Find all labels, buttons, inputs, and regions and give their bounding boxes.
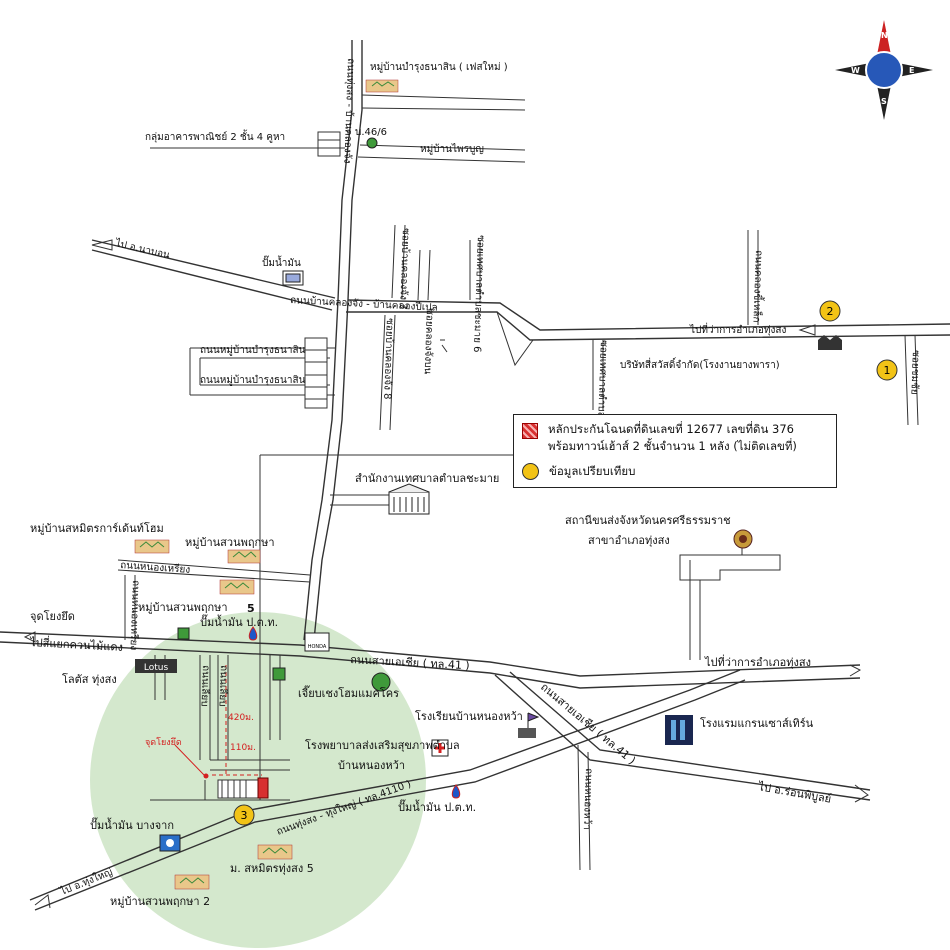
label-fuel-bangchak: ปั๊มน้ำมัน บางจาก (90, 817, 174, 832)
honda-sign-icon: HONDA (304, 632, 330, 652)
legend-comparison-text: ข้อมูลเปรียบเทียบ (549, 464, 636, 478)
green-marker-jiab (371, 672, 391, 692)
label-fuel-top: ปั๊มน้ำมัน (262, 255, 301, 269)
village-logo-suan5 (219, 579, 255, 595)
label-side-road-2: ถนนเลียบ (217, 665, 230, 707)
hotel-icon (665, 715, 693, 745)
label-junction-yong: จุดโยงยึด (30, 609, 75, 623)
distance-420: 420ม. (228, 713, 254, 723)
compass-w: W (851, 66, 860, 75)
label-fuel-ptt2: ปั๊มน้ำมัน ป.ต.ท. (398, 799, 476, 814)
collateral-swatch-icon (522, 423, 538, 439)
legend-collateral: หลักประกันโฉนดที่ดินเลขที่ 12677 เลขที่ด… (522, 421, 797, 455)
label-road-asia: ถนนสายเอเชีย ( ทล.41 ) (350, 653, 470, 672)
label-station-police2: สาขาอำเภอทุ่งสง (588, 534, 670, 547)
village-logo-sahamit (134, 539, 170, 554)
marker-3-number: 3 (241, 809, 248, 822)
label-village-top: หมู่บ้านบำรุงธนาสิน ( เฟสใหม่ ) (370, 61, 508, 73)
green-marker-1 (177, 627, 190, 640)
label-village-sahamit: หมู่บ้านสหมิตรการ์เด้นท์โฮม (30, 521, 164, 535)
label-side-road-1: ถนนเลียบ (199, 665, 212, 707)
label-soi-8: ซอยบ้านคลองจัง 8 (381, 318, 396, 400)
comparison-marker-1: 1 (876, 359, 898, 381)
ptt-drop-icon-2 (451, 784, 461, 799)
label-commercial: กลุ่มอาคารพาณิชย์ 2 ชั้น 4 คูหา (145, 129, 285, 143)
label-village-suan1: หมู่บ้านสวนพฤกษา (185, 536, 275, 549)
label-road-khlongchang: ถนนบ้านคลองจัง - บ้านคลองปีเปล (290, 294, 438, 314)
honda-sign-text: HONDA (308, 644, 327, 650)
label-road-nonghua: ถนนหนองหว้า (581, 768, 595, 830)
comparison-swatch-icon (522, 463, 539, 480)
compass-s: S (881, 97, 887, 106)
ptt-drop-icon-1 (248, 626, 258, 641)
collateral-property (217, 777, 269, 799)
distance-markers: 420ม. 110ม. จุดโยงยึด (145, 665, 262, 779)
comparison-marker-3: 3 (233, 804, 255, 826)
label-road-bamrung2: ถนนหมู่บ้านบำรุงธนาสิน (200, 374, 306, 386)
label-village-suan2: หมู่บ้านสวนพฤกษา 2 (110, 895, 210, 908)
label-municipal: สำนักงานเทศบาลตำบลชะมาย (355, 472, 499, 485)
label-road-bamrung1: ถนนหมู่บ้านบำรุงธนาสิน (200, 344, 306, 356)
transport-seal-icon (733, 529, 753, 549)
village-logo-suan1 (227, 549, 261, 564)
label-road-nonghuang-soi: ถนนหนองเหรียง (128, 580, 142, 651)
label-to-amphoe-1: ไปที่ว่าการอำเภอทุ่งสง (689, 322, 786, 336)
label-soi-6: ซอยเทศบาลตำบลชะมาย 6 (471, 235, 486, 353)
legend-comparison: ข้อมูลเปรียบเทียบ (522, 463, 635, 480)
green-marker-b46 (366, 137, 378, 149)
label-sahamit5: ม. สหมิตรทุ่งสง 5 (230, 862, 314, 875)
fuel-station-icon-top (282, 270, 304, 286)
label-lotus: โลตัส ทุ่งสง (62, 672, 117, 686)
lotus-sign-text: Lotus (144, 663, 169, 673)
village-logo-top (365, 79, 399, 93)
lotus-sign-icon: Lotus (135, 659, 177, 673)
label-hospital2: บ้านหนองหว้า (338, 759, 405, 772)
label-soi-khlongjang-upper: ซอยคลองจังบน (422, 308, 435, 375)
map-legend: หลักประกันโฉนดที่ดินเลขที่ 12677 เลขที่ด… (513, 414, 837, 488)
comparison-marker-2: 2 (819, 300, 841, 322)
label-school: โรงเรียนบ้านหนองหว้า (415, 709, 523, 723)
bangchak-icon (159, 834, 181, 852)
label-soi-3: ซอยบ้านคลองจัง 3 (397, 228, 412, 310)
label-number-5: 5 (247, 602, 255, 615)
label-station-police: สถานีขนส่งจังหวัดนครศรีธรรมราช (565, 514, 731, 527)
label-hospital1: โรงพยาบาลส่งเสริมสุขภาพตำบล (305, 738, 460, 752)
label-soi-chomchai: ซอยชมชัย (908, 350, 921, 395)
factory-icon (818, 335, 842, 350)
main-north-road (303, 40, 363, 641)
compass-icon: N E S W (835, 20, 933, 120)
municipal-building-icon (388, 483, 430, 515)
label-b46: บ.46/6 (355, 127, 387, 138)
label-fuel-ptt1: ปั๊มน้ำมัน ป.ต.ท. (200, 614, 278, 629)
green-marker-2 (272, 667, 286, 681)
marker-1-number: 1 (884, 364, 891, 377)
label-village-phaibun: หมู่บ้านไพรบูญ (420, 143, 484, 155)
label-company: บริษัทสี่สวัสดิ์จำกัด(โรงงานยางพารา) (620, 357, 780, 371)
village-logo-sahamit5 (257, 844, 293, 860)
compass-n: N (881, 31, 888, 40)
school-flag-icon (518, 712, 540, 738)
junction-label-red: จุดโยงยึด (145, 737, 182, 748)
label-village-suan5: หมู่บ้านสวนพฤกษา (138, 601, 228, 614)
legend-collateral-line2: พร้อมทาวน์เฮ้าส์ 2 ชั้นจำนวน 1 หลัง (ไม่… (548, 439, 797, 453)
label-jiab: เจี๊ยบเชงโฮมแมคโคร (298, 685, 399, 700)
marker-2-number: 2 (827, 305, 834, 318)
legend-collateral-line1: หลักประกันโฉนดที่ดินเลขที่ 12677 เลขที่ด… (548, 422, 794, 436)
label-hotel: โรงแรมแกรนเซาส์เทิร์น (700, 716, 814, 730)
label-road-nonghuangrieng: ถนนหนองเหรียง (120, 559, 191, 576)
label-to-ronphibun: ไป อ.ร่อนพิบูลย์ (756, 780, 832, 806)
hospital-cross-icon (431, 739, 449, 757)
label-main-north-road: ถนนทุ่งสง - บ้านคลองจัง (341, 58, 357, 164)
distance-110: 110ม. (230, 743, 256, 753)
label-road-ban-khlong: ถนนคลองขี้เหล็ก (750, 250, 767, 323)
label-to-amphoe-2: ไปที่ว่าการอำเภอทุ่งสง (704, 654, 811, 669)
label-to-khuanmaidaeng: ไปสี่แยกควนไม้แดง (29, 634, 124, 654)
compass-e: E (909, 66, 914, 75)
village-logo-suan2 (174, 874, 210, 890)
